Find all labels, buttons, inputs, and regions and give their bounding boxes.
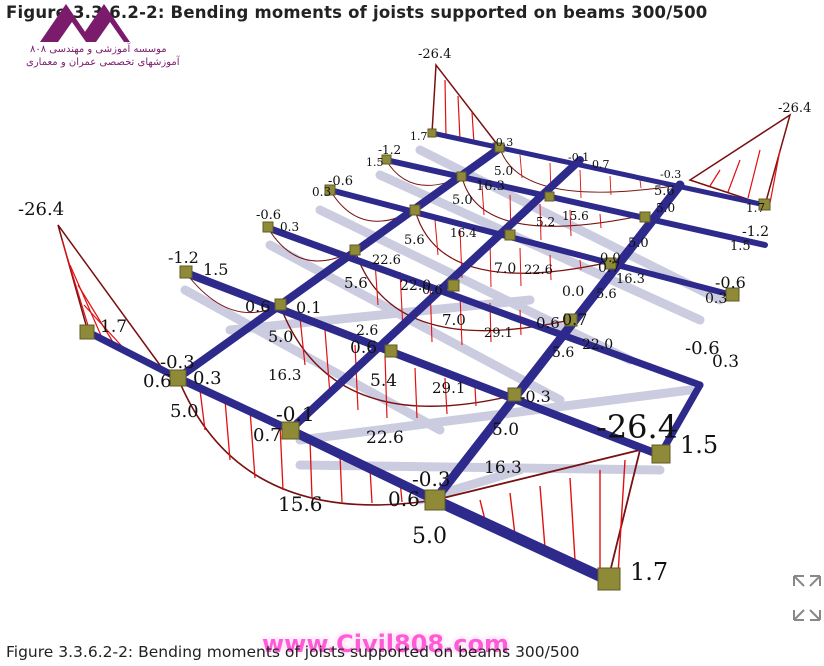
moment-label: -0.3 [520,387,551,406]
moment-label: 22.0 [582,337,613,353]
moment-label: 5.4 [370,371,397,391]
moment-label: 22.6 [372,253,401,268]
moment-label: 29.1 [484,326,513,341]
moment-label: 1.7 [410,130,428,143]
moment-label: 5.0 [628,236,649,251]
moment-label: 0.6 [422,283,443,298]
moment-label: 1.7 [746,201,765,215]
moment-label: 15.6 [278,492,323,516]
moment-label: 16.3 [476,179,505,194]
expand-icon[interactable] [790,572,824,624]
moment-label: 5.6 [596,287,617,302]
moment-label: -1.2 [378,143,401,157]
moment-label: 0.3 [193,368,222,389]
moment-curve-fourth-row [414,209,611,274]
moment-label: 0.1 [296,298,321,317]
moment-label: 22.0 [400,278,431,294]
moment-label: 16.4 [450,226,477,240]
moment-curve-third-row [354,249,571,332]
moment-label: 7.0 [494,261,516,277]
moment-label: 5.0 [170,401,199,422]
moment-label: 16.3 [268,366,301,384]
moment-label: 5.0 [268,327,293,346]
moment-label: 0.6 [245,297,270,316]
moment-label: 1.7 [100,317,127,337]
moment-label: 0.6 [350,338,377,358]
moment-label: -26.4 [418,47,451,62]
moment-label: 0.7 [562,310,587,329]
moment-label: 5.2 [536,215,555,229]
civil808-watermark: www.Civil808.com [262,630,509,658]
moment-label: 2.6 [356,323,378,339]
moment-label: -1.2 [168,248,199,267]
moment-label: -0.1 [276,402,315,426]
column-supports [79,128,771,591]
moment-label: 0.6 [143,371,172,392]
bending-moment-diagram: -26.4 -26.4 -26.4 -26.4 1.7 1.7 1.5 5.0 … [18,47,811,591]
moment-label: 1.7 [630,558,668,586]
moment-label: -0.6 [685,338,720,359]
figure-caption-bottom: Figure 3.3.6.2-2: Bending moments of joi… [6,643,580,661]
moment-label: 0.7 [598,260,620,276]
moment-label: 15.6 [562,209,589,223]
moment-label: 0.0 [562,284,584,300]
moment-label: 16.3 [484,458,522,478]
moment-label: 1.5 [203,260,228,279]
moment-label: 0.3 [712,352,739,372]
moment-label: 0.0 [600,251,621,266]
logo-text-tagline: آموزشهای تخصصی عمران و معماری [26,57,180,68]
moment-label: 5.0 [492,420,519,440]
moment-label: -0.1 [568,151,589,164]
moment-label: -26.4 [778,101,811,116]
moment-label: 5.0 [412,524,447,549]
moment-label: -0.3 [160,352,195,373]
moment-label: 1.5 [366,156,384,169]
moment-label: 0.6 [388,487,420,511]
moment-label: 29.1 [432,379,465,397]
moment-curve-front-span [177,377,436,506]
figure-title-top: Figure 3.3.6.2-2: Bending moments of joi… [6,3,708,22]
moment-label: -0.6 [256,208,281,223]
moment-label: -0.6 [715,273,746,292]
civil808-logo [40,4,130,42]
moment-curve-left-cantilever [57,224,166,373]
moment-labels: -26.4 -26.4 -26.4 -26.4 1.7 1.7 1.5 5.0 … [18,47,811,586]
moment-label: -26.4 [18,199,64,220]
moment-label: 0.7 [253,425,282,446]
moment-label: 1.5 [730,239,751,254]
moment-label: 0.3 [705,291,727,307]
moment-label: -0.3 [492,136,513,149]
moment-label: -26.4 [596,408,678,446]
moment-label: 1.5 [680,431,718,459]
moment-label: 0.3 [312,185,331,199]
moment-label: -0.3 [412,467,451,491]
logo-text-institute: موسسه آموزشی و مهندسی ۸۰۸ [30,44,167,55]
beams [84,130,768,586]
moment-curve-second-row [279,304,516,407]
moment-label: 5.6 [344,274,368,292]
moment-label: 0.3 [280,220,299,234]
moment-label: 22.6 [524,263,553,278]
moment-label: -0.3 [660,168,681,181]
moment-label: 7.0 [442,311,466,329]
moment-label: -0.6 [328,174,353,189]
moment-label: 0.6 [536,314,560,332]
moment-label: 22.6 [366,428,404,448]
moment-label: 5.6 [404,233,425,248]
moment-label: 5.0 [494,164,513,178]
moment-label: -1.2 [742,224,769,240]
moment-label: 5.6 [654,184,675,199]
moment-curve-right-cantilever [688,113,792,206]
moment-label: 0.7 [592,158,610,171]
moment-label: 5.0 [656,201,675,215]
moment-label: 5.0 [452,193,473,208]
moment-label: 16.3 [616,272,645,287]
moment-label: 5.6 [552,345,574,361]
